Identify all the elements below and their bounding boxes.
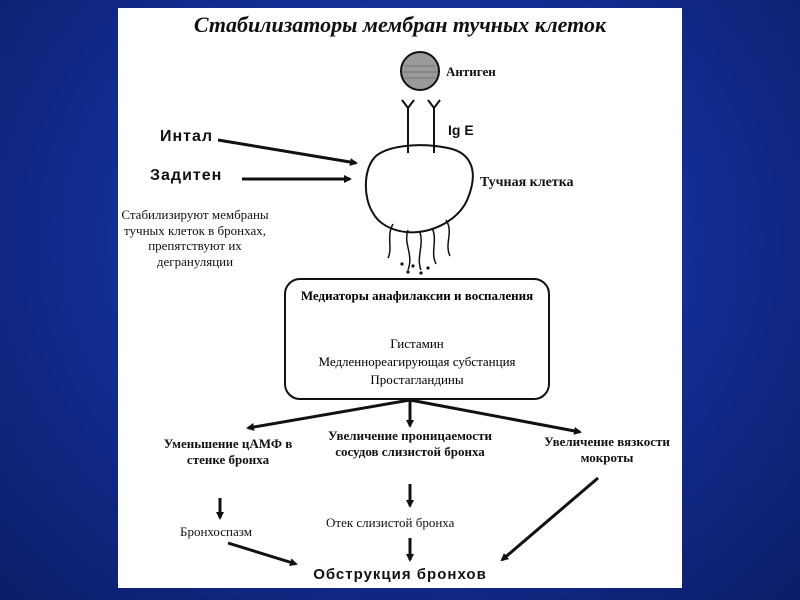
- mast-cell-shape: [364, 144, 474, 234]
- diagram-title: Стабилизаторы мембран тучных клеток: [193, 12, 607, 37]
- intal-label: Интал: [160, 128, 214, 145]
- outcome-obstruction: Обструкция бронхов: [313, 566, 487, 583]
- diagram-slide: Стабилизаторы мембран тучных клеток Анти…: [118, 8, 682, 588]
- zaditen-label: Задитен: [150, 167, 223, 184]
- intal-arrow: [217, 138, 358, 166]
- mediators-box: Медиаторы анафилаксии и воспаления Гиста…: [284, 278, 550, 400]
- arrow-to-camp: [246, 398, 411, 431]
- effect-camp: Уменьшение цАМФ в стенке бронха: [163, 436, 293, 467]
- effect-viscosity: Увеличение вязкости мокроты: [544, 434, 670, 465]
- mediator-item: Гистамин: [390, 336, 444, 351]
- arrow-viscosity-to-obstruction: [500, 476, 599, 562]
- ige-label: Ig E: [448, 122, 474, 138]
- arrow-camp-to-obstruction: [227, 541, 298, 567]
- mediator-item: Простагландины: [370, 372, 464, 387]
- arrow-to-viscosity: [409, 398, 582, 435]
- mast-cell-processes: [387, 219, 451, 271]
- stabilize-note: Стабилизируют мембраны тучных клеток в б…: [121, 207, 269, 269]
- mediator-item: Медленнореагирующая субстанция: [318, 354, 516, 369]
- antigen-label: Антиген: [446, 64, 496, 79]
- effect-permeability: Увеличение проницаемости сосудов слизист…: [328, 428, 492, 459]
- antigen-circle: [400, 51, 440, 91]
- mast-cell-label: Тучная клетка: [480, 175, 574, 190]
- diagram-graphics: [216, 51, 599, 567]
- outcome-bronchospasm: Бронхоспазм: [180, 524, 252, 539]
- outcome-edema: Отек слизистой бронха: [326, 515, 455, 530]
- mediators-title: Медиаторы анафилаксии и воспаления: [300, 288, 534, 303]
